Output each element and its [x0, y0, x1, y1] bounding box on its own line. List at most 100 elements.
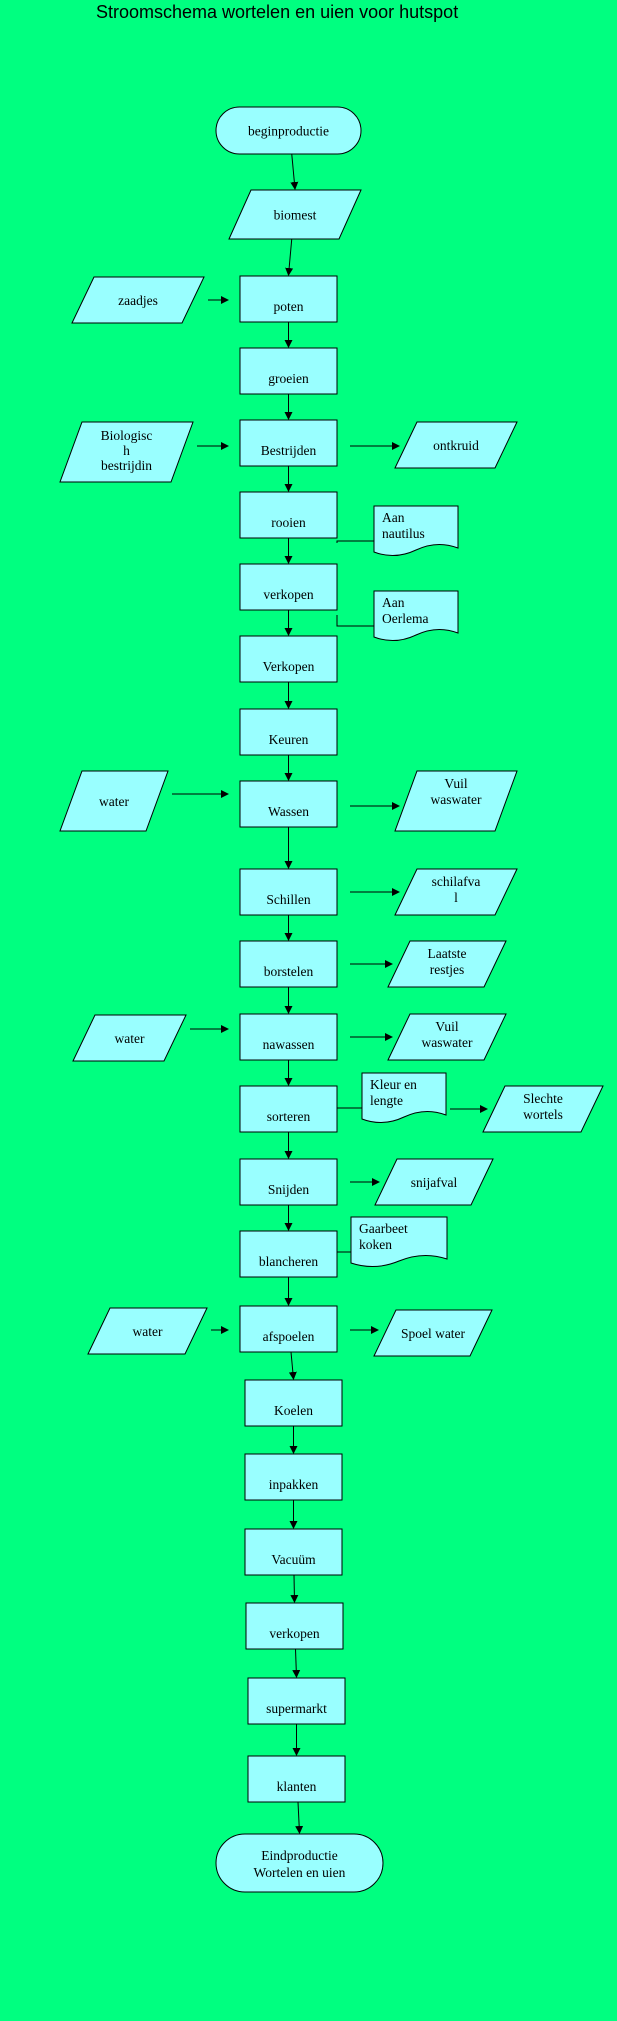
step-19: Vacuüm: [244, 1528, 343, 1576]
step-label: biomest: [274, 208, 317, 223]
step-label: verkopen: [263, 587, 313, 602]
note-connector: [336, 615, 374, 627]
step-3: groeien: [239, 347, 338, 395]
step-label: poten: [274, 299, 304, 314]
diagram-title: Stroomschema wortelen en uien voor hutsp…: [96, 2, 459, 22]
flow-arrow: [288, 1351, 297, 1380]
step-15: blancheren: [239, 1230, 338, 1278]
step-16: afspoelen: [239, 1305, 338, 1353]
step-12: nawassen: [239, 1013, 338, 1061]
input-3: water: [72, 1014, 187, 1062]
step-label: rooien: [271, 515, 306, 530]
input-2: water: [59, 770, 169, 832]
input-parallelogram: [59, 770, 169, 832]
process-box: [239, 780, 338, 828]
process-box: [239, 868, 338, 916]
output-parallelogram: [394, 868, 518, 916]
step-6: verkopen: [239, 563, 338, 611]
step-label: klanten: [277, 1779, 317, 1794]
output-label: snijafval: [411, 1175, 458, 1190]
note-connector: [336, 1231, 351, 1253]
step-14: Snijden: [239, 1158, 338, 1206]
process-box: [239, 708, 338, 756]
step-0: beginproductie: [215, 106, 362, 155]
step-label: borstelen: [264, 964, 314, 979]
step-5: rooien: [239, 491, 338, 539]
output-parallelogram: [374, 1158, 494, 1206]
input-label: water: [115, 1031, 145, 1046]
document-shape: [361, 1072, 447, 1123]
step-label: inpakken: [269, 1477, 319, 1492]
step-7: Verkopen: [239, 635, 338, 683]
input-parallelogram: [72, 1014, 187, 1062]
process-box: [244, 1453, 343, 1501]
step-22: klanten: [247, 1755, 346, 1803]
step-label: beginproductie: [248, 124, 329, 139]
step-label: supermarkt: [266, 1701, 327, 1716]
step-label: Wassen: [268, 804, 309, 819]
input-label: zaadjes: [118, 293, 158, 308]
process-box: [239, 1305, 338, 1353]
input-0: zaadjes: [71, 276, 205, 324]
step-label: afspoelen: [263, 1329, 315, 1344]
step-label: Verkopen: [263, 659, 315, 674]
step-label: Bestrijden: [261, 443, 317, 458]
flow-arrow: [295, 1801, 304, 1834]
process-box: [239, 1158, 338, 1206]
output-parallelogram: [394, 770, 518, 832]
flow-arrow: [290, 1574, 299, 1603]
process-box: [247, 1755, 346, 1803]
step-label: Snijden: [268, 1182, 310, 1197]
output-0: ontkruid: [394, 421, 518, 469]
input-label: water: [133, 1324, 163, 1339]
terminator: [215, 1833, 384, 1893]
step-label: verkopen: [269, 1626, 319, 1641]
flow-arrow: [285, 238, 294, 276]
step-label: Koelen: [274, 1403, 313, 1418]
step-label: Schillen: [266, 892, 310, 907]
step-2: poten: [239, 275, 338, 323]
step-21: supermarkt: [247, 1677, 346, 1725]
output-7: Spoel water: [373, 1309, 493, 1357]
output-label: Spoel water: [401, 1326, 466, 1341]
step-label: blancheren: [259, 1254, 318, 1269]
step-1: biomest: [228, 189, 362, 240]
input-parallelogram: [59, 421, 194, 483]
step-8: Keuren: [239, 708, 338, 756]
output-parallelogram: [373, 1309, 493, 1357]
input-parallelogram: [87, 1307, 208, 1355]
step-label: nawassen: [263, 1037, 315, 1052]
step-label: Vacuüm: [271, 1552, 316, 1567]
process-box: [244, 1528, 343, 1576]
step-9: Wassen: [239, 780, 338, 828]
output-label: ontkruid: [433, 438, 479, 453]
process-box: [239, 635, 338, 683]
document-shape: [373, 590, 459, 641]
note-connector: [336, 540, 374, 543]
step-label: groeien: [268, 371, 309, 386]
output-6: snijafval: [374, 1158, 494, 1206]
process-box: [239, 275, 338, 323]
step-13: sorteren: [239, 1085, 338, 1133]
input-output: [228, 189, 362, 240]
process-box: [244, 1379, 343, 1427]
terminator: [215, 106, 362, 155]
